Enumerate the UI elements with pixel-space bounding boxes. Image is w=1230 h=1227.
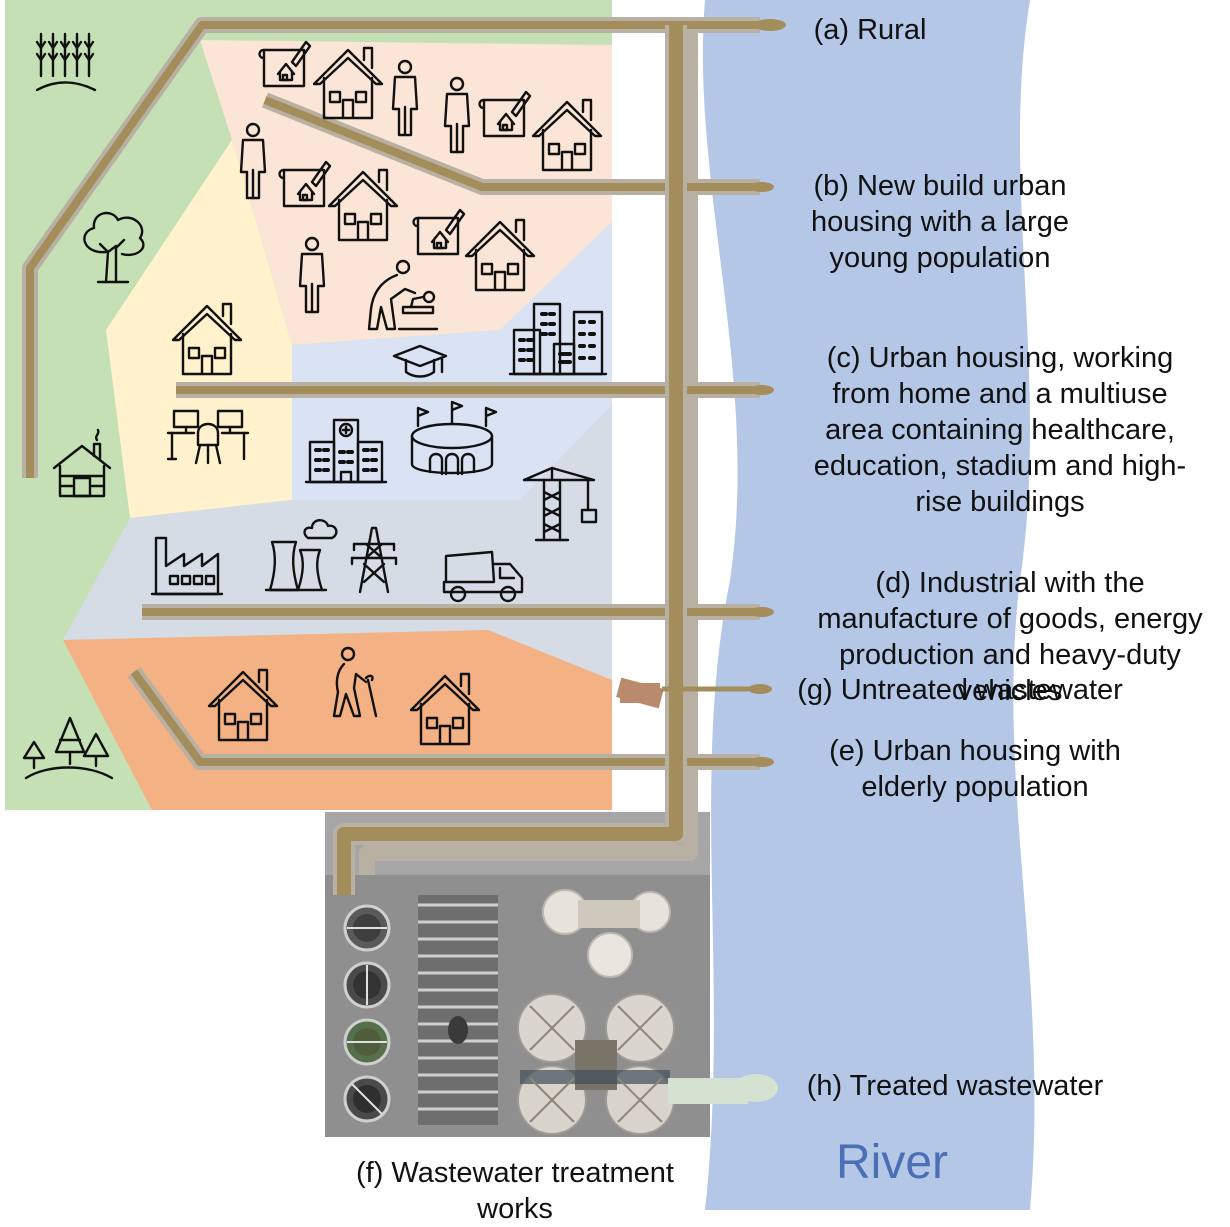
label-d-line: manufacture of goods, energy	[817, 603, 1203, 635]
label-e-line: (e) Urban housing with	[829, 735, 1121, 767]
label-f-line: (f) Wastewater treatment	[355, 1157, 674, 1189]
label-c-line: rise buildings	[915, 486, 1085, 518]
label-c-line: education, stadium and high-	[813, 450, 1187, 482]
elderly-person-icon	[332, 646, 378, 718]
label-b-line: housing with a large	[811, 206, 1069, 238]
label-elderly-housing: (e) Urban housing with elderly populatio…	[790, 733, 1160, 805]
label-d-line: vehicles	[957, 675, 1063, 707]
label-f-line: works	[477, 1193, 553, 1225]
label-rural-text: (a) Rural	[813, 14, 927, 46]
hospital-icon	[304, 418, 388, 484]
label-e-line: elderly population	[861, 771, 1089, 803]
label-new-build-housing: (b) New build urban housing with a large…	[770, 168, 1110, 276]
label-c-line: from home and a multiuse	[832, 378, 1168, 410]
label-d-line: (d) Industrial with the	[875, 567, 1145, 599]
label-c-line: (c) Urban housing, working	[826, 342, 1174, 374]
label-d-line: production and heavy-duty	[839, 639, 1181, 671]
label-h-text: (h) Treated wastewater	[806, 1070, 1104, 1102]
log-cabin-icon	[52, 428, 112, 498]
label-rural: (a) Rural	[785, 12, 955, 48]
caregiver-baby-icon	[367, 259, 439, 331]
label-wastewater-works: (f) Wastewater treatment works	[305, 1155, 725, 1227]
pylon-icon	[350, 526, 398, 594]
river	[702, 0, 1035, 1210]
treatment-tanks	[343, 677, 675, 1135]
elderly-housing-zone	[63, 630, 612, 810]
graduation-cap-icon	[392, 344, 448, 378]
office-buildings-icon	[508, 302, 608, 376]
sewer-network	[22, 17, 786, 895]
stadium-icon	[410, 400, 498, 476]
label-b-line: young population	[829, 242, 1051, 274]
power-plant-icon	[264, 519, 338, 592]
label-b-line: (b) New build urban	[813, 170, 1067, 202]
factory-icon	[150, 536, 224, 596]
crane-icon	[522, 466, 598, 542]
tree-icon	[83, 211, 145, 284]
wheat-icon	[35, 32, 97, 92]
desk-computer-icon	[166, 409, 250, 465]
label-g-text: (g) Untreated wastewater	[797, 674, 1123, 706]
untreated-outflow	[748, 684, 772, 694]
dump-truck-icon	[442, 550, 524, 603]
treated-outflow	[734, 1074, 778, 1102]
multiuse-zone	[292, 222, 612, 500]
label-industrial: (d) Industrial with the manufacture of g…	[790, 565, 1230, 709]
label-treated-wastewater: (h) Treated wastewater	[780, 1068, 1130, 1104]
forest-icon	[22, 716, 114, 780]
wfh-housing-zone	[106, 140, 292, 518]
river-label: River	[836, 1136, 949, 1189]
label-multiuse-area: (c) Urban housing, working from home and…	[790, 340, 1210, 520]
label-untreated-wastewater: (g) Untreated wastewater	[770, 672, 1150, 708]
label-c-line: area containing healthcare,	[825, 414, 1175, 446]
